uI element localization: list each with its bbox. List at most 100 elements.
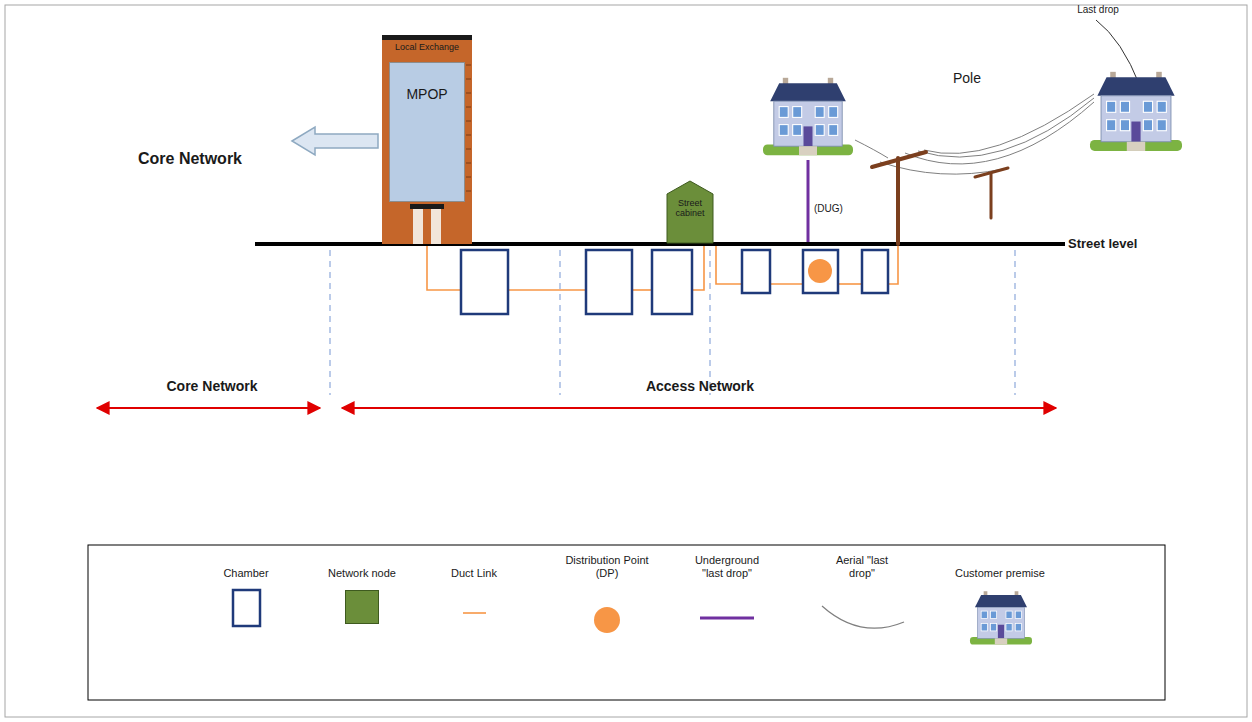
pole-symbol	[872, 152, 926, 167]
section-title: Core Network	[138, 150, 242, 168]
exchange-detail	[466, 65, 471, 66]
house-icon	[829, 107, 838, 118]
exchange-detail	[466, 107, 471, 108]
exchange-detail	[466, 121, 471, 122]
aerial-drop	[924, 94, 1094, 154]
house-icon	[995, 638, 1007, 644]
house-icon	[1015, 611, 1021, 618]
legend-box	[88, 545, 1165, 700]
house-icon	[1157, 120, 1166, 131]
house-icon	[793, 125, 802, 136]
chamber	[742, 250, 770, 293]
house-icon	[1120, 101, 1129, 112]
duct-link	[427, 244, 461, 290]
house-icon	[779, 125, 788, 136]
leader-line	[1096, 20, 1140, 86]
house-icon	[1157, 101, 1166, 112]
core-arrow	[292, 127, 378, 155]
house-icon	[793, 107, 802, 118]
house-icon	[1107, 120, 1116, 131]
house-icon	[990, 623, 996, 630]
chamber	[803, 250, 838, 293]
dug-label: (DUG)	[814, 203, 843, 214]
house-icon	[774, 101, 842, 146]
duct-link	[888, 244, 898, 284]
duct-link	[692, 244, 704, 290]
street-level-label: Street level	[1068, 236, 1137, 251]
exchange-detail	[466, 93, 471, 94]
section-divider	[329, 250, 330, 395]
house-icon	[1143, 101, 1152, 112]
house-icon	[981, 611, 987, 618]
house-icon	[763, 78, 853, 155]
duct-link	[770, 283, 803, 285]
pole-symbol	[896, 158, 900, 244]
house-icon	[1143, 120, 1152, 131]
customer-premise	[763, 72, 1182, 645]
duct-link	[716, 244, 742, 284]
duct-link	[838, 283, 862, 285]
node-label: MPOP	[390, 87, 464, 102]
house-icon	[1131, 122, 1140, 142]
pole-label: Pole	[953, 70, 981, 86]
legend-text: Network node	[312, 567, 412, 580]
extent-label: Access Network	[646, 378, 754, 394]
house-icon	[1120, 120, 1129, 131]
legend-swatch	[345, 590, 379, 624]
legend-chamber	[233, 590, 260, 626]
aerial-drop	[855, 140, 888, 158]
local-exchange: MPOPLocal Exchange	[382, 35, 472, 244]
exchange-detail	[413, 209, 441, 244]
house-icon	[770, 83, 846, 101]
chamber	[862, 250, 888, 293]
house-icon	[779, 107, 788, 118]
house-icon	[990, 611, 996, 618]
house-icon	[804, 126, 813, 146]
exchange-detail	[466, 135, 471, 136]
chamber	[461, 250, 508, 314]
chamber	[652, 250, 692, 314]
legend-duct	[463, 612, 486, 614]
exchange-detail	[466, 191, 471, 192]
exchange-detail	[466, 149, 471, 150]
frame	[5, 5, 1247, 717]
section-divider	[1014, 250, 1015, 395]
house-icon	[1101, 96, 1171, 142]
house-icon	[1015, 623, 1021, 630]
exchange-detail	[466, 163, 471, 164]
legend-dp	[594, 607, 620, 633]
house-icon	[970, 591, 1032, 644]
legend-underground	[700, 617, 754, 620]
underground-drop	[807, 160, 810, 242]
legend-text: Customer premise	[945, 567, 1055, 580]
street-line	[255, 242, 1065, 246]
last-drop-label: Last drop	[1077, 4, 1119, 15]
house-icon	[981, 623, 987, 630]
legend-text: Distribution Point (DP)	[557, 554, 657, 580]
house-icon	[1006, 623, 1012, 630]
extent-label: Core Network	[166, 378, 257, 394]
cabinet-shape	[667, 181, 713, 243]
extent-arrow	[342, 407, 1056, 409]
extent-arrow	[97, 407, 320, 409]
house-icon	[1090, 72, 1182, 151]
distribution-point	[808, 259, 832, 283]
exchange-detail	[423, 209, 431, 244]
pole-symbol	[872, 152, 1008, 244]
legend-text: Chamber	[201, 567, 291, 580]
house-icon	[1097, 77, 1174, 95]
aerial-drop	[855, 94, 1094, 174]
street-cabinet: Street cabinet	[666, 180, 714, 244]
chamber	[586, 250, 632, 314]
exchange-detail	[410, 204, 444, 209]
aerial-drop	[918, 98, 1094, 157]
house-icon	[815, 107, 824, 118]
house-icon	[829, 125, 838, 136]
pole-symbol	[975, 168, 1008, 177]
pole-symbol	[990, 174, 993, 218]
duct-link	[508, 289, 586, 291]
house-icon	[815, 125, 824, 136]
extent-arrow	[97, 407, 1056, 409]
